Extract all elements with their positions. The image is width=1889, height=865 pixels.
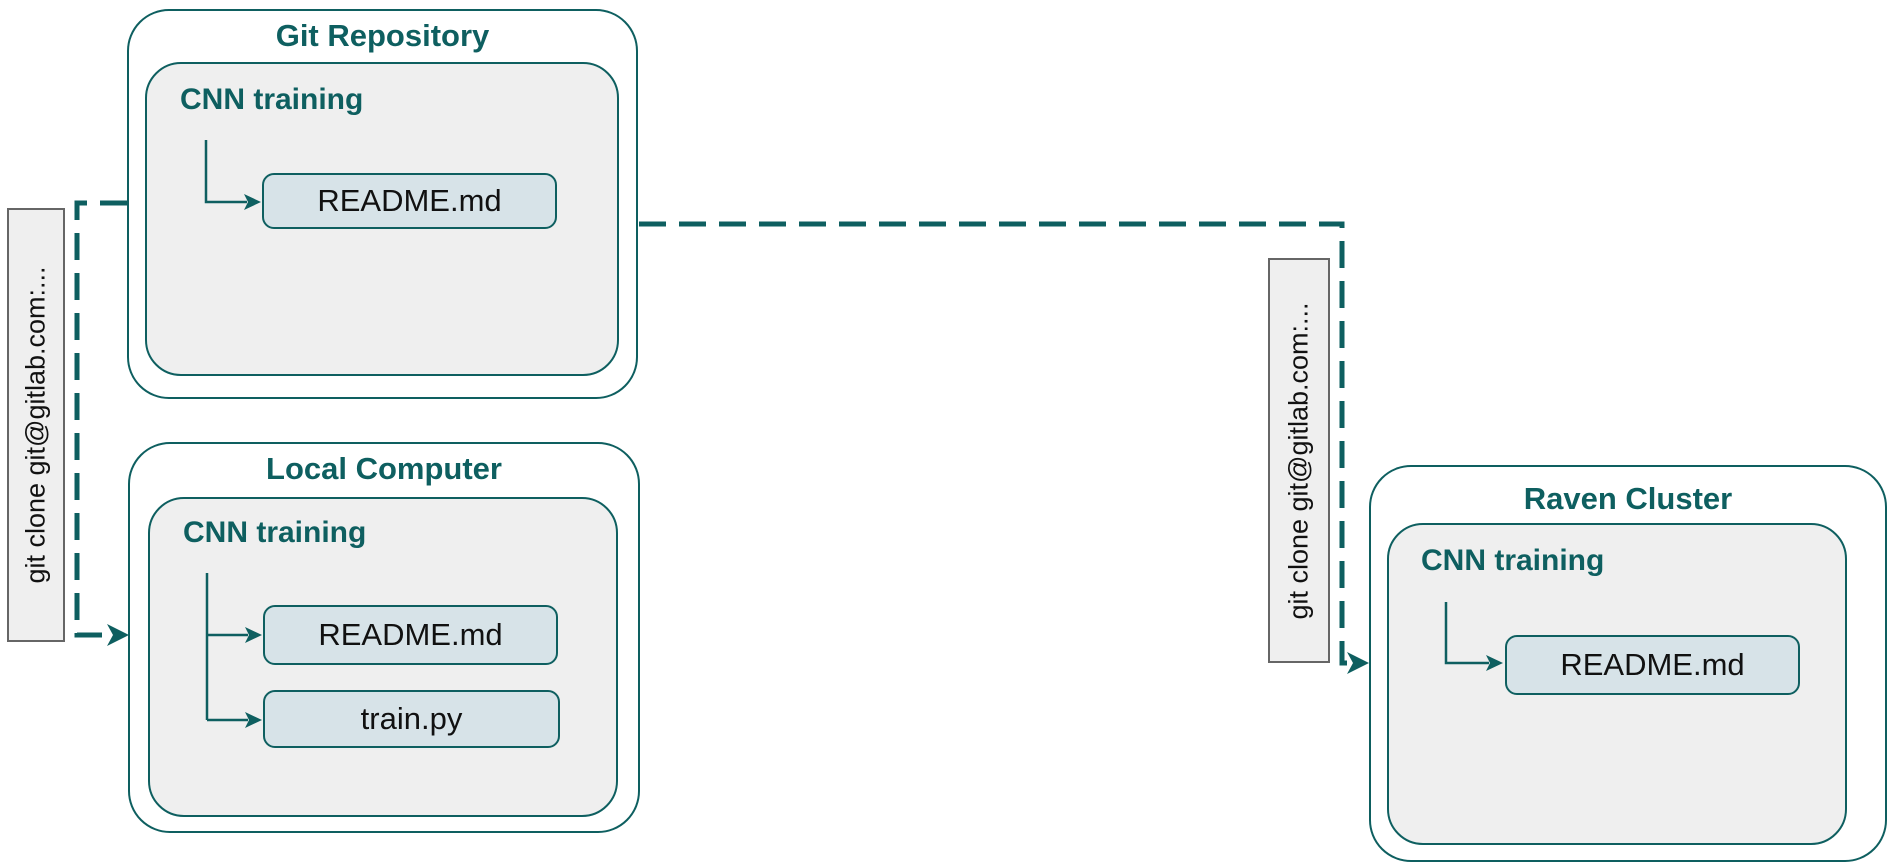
dashed-edge-clone-to-local <box>74 200 127 638</box>
file-label-readme-local: README.md <box>318 617 503 652</box>
file-box-readme-git: README.md <box>262 173 557 229</box>
file-box-readme-raven: README.md <box>1505 635 1800 695</box>
container-title-git-repository: Git Repository <box>275 18 490 53</box>
arrowhead-clone-to-raven <box>1347 652 1369 674</box>
folder-label-local-computer: CNN training <box>183 516 367 549</box>
edge-label-box-clone-to-local: git clone git@gitlab.com:... <box>7 208 65 642</box>
file-box-trainpy-local: train.py <box>263 690 560 748</box>
file-label-trainpy-local: train.py <box>360 701 463 736</box>
folder-label-raven-cluster: CNN training <box>1421 544 1605 577</box>
edge-label-box-clone-to-raven: git clone git@gitlab.com:... <box>1268 258 1330 663</box>
arrowhead-clone-to-local <box>107 624 129 646</box>
file-label-readme-git: README.md <box>317 183 502 218</box>
edge-label-clone-to-local: git clone git@gitlab.com:... <box>20 266 51 584</box>
file-label-readme-raven: README.md <box>1560 647 1745 682</box>
folder-label-git-repository: CNN training <box>180 83 364 116</box>
container-title-local-computer: Local Computer <box>266 451 502 486</box>
container-title-raven-cluster: Raven Cluster <box>1523 481 1733 516</box>
edge-label-clone-to-raven: git clone git@gitlab.com:... <box>1283 301 1314 620</box>
file-box-readme-local: README.md <box>263 605 558 665</box>
dashed-edge-clone-to-raven <box>639 221 1349 666</box>
